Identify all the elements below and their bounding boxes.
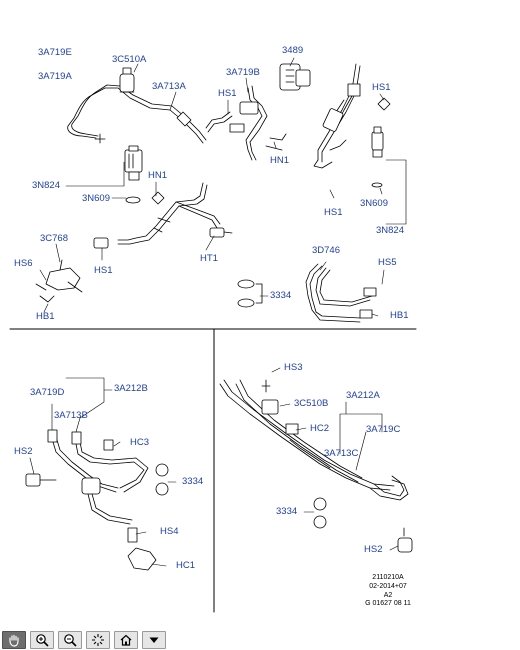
label-hs2-left: HS2 [14, 446, 33, 457]
label-hs2-right: HS2 [364, 544, 383, 555]
label-3c510b: 3C510B [294, 398, 329, 409]
leader-lines [29, 57, 407, 567]
dropdown-arrow-icon [147, 633, 161, 647]
hand-pan-icon [7, 633, 21, 647]
reference-line-1: 2110210A [372, 574, 404, 581]
label-ht1: HT1 [200, 253, 218, 264]
label-3n824-right: 3N824 [376, 225, 404, 236]
label-3a719e: 3A719E [38, 47, 72, 58]
label-hc3: HC3 [130, 437, 150, 448]
viewer-toolbar [0, 630, 520, 650]
label-3c768: 3C768 [40, 233, 68, 244]
pan-button[interactable] [2, 631, 26, 649]
exploded-parts-diagram: 3A719E 3A719A 3C510A 3A713A 3A719B 3489 … [9, 45, 417, 613]
diagram-drawing [9, 57, 417, 613]
label-3c510a: 3C510A [112, 54, 147, 65]
label-hn1-left: HN1 [148, 170, 168, 181]
home-icon [119, 633, 133, 647]
reference-line-3: A2 [383, 591, 393, 599]
label-hs5: HS5 [378, 257, 397, 268]
label-hs3: HS3 [284, 362, 303, 373]
pipe-upper-right-drawing [313, 63, 391, 188]
label-3a719a: 3A719A [38, 71, 72, 82]
zoom-fit-icon [91, 633, 105, 647]
label-3n609-left: 3N609 [82, 193, 110, 204]
reference-line-4: G 01627 08 11 [365, 600, 411, 608]
reference-line-2: 02-2014+07 [369, 582, 407, 590]
bottom-right-assembly-drawing [219, 379, 413, 553]
home-button[interactable] [114, 631, 138, 649]
label-hb1-left: HB1 [36, 311, 55, 322]
label-hs1-top-right: HS1 [372, 82, 391, 93]
label-3d746: 3D746 [312, 245, 340, 256]
zoom-out-icon [63, 633, 77, 647]
reference-block: 2110210A 02-2014+07 A2 G 01627 08 11 [360, 574, 416, 609]
label-3334-bottom-left: 3334 [182, 476, 204, 487]
label-hb1-right: HB1 [390, 310, 409, 321]
pipe-3a719b-drawing [205, 63, 311, 161]
pipe-3a713a-drawing [67, 67, 207, 144]
label-3a713a: 3A713A [152, 81, 186, 92]
label-hs1-right-lower: HS1 [324, 207, 343, 218]
label-3a212a: 3A212A [346, 390, 380, 401]
label-3a719c: 3A719C [366, 424, 401, 435]
label-3489: 3489 [282, 45, 304, 56]
label-3334-bottom-right: 3334 [276, 506, 298, 517]
bracket-3c768-drawing [35, 259, 83, 303]
label-3n824-left: 3N824 [32, 180, 60, 191]
label-3n609-right: 3N609 [360, 198, 388, 209]
label-hc1: HC1 [176, 560, 196, 571]
label-hs4: HS4 [160, 526, 179, 537]
label-3a713b: 3A713B [54, 410, 88, 421]
label-3a719b: 3A719B [226, 67, 260, 78]
label-hs6: HS6 [14, 258, 33, 269]
zoom-out-button[interactable] [58, 631, 82, 649]
label-hn1-middle: HN1 [270, 155, 290, 166]
label-hc2: HC2 [310, 423, 330, 434]
bottom-left-assembly-drawing [25, 429, 169, 571]
pipe-3d746-drawing [237, 263, 377, 323]
zoom-in-button[interactable] [30, 631, 54, 649]
pipe-ht1-drawing [93, 182, 233, 249]
label-3a713c: 3A713C [324, 448, 359, 459]
label-hs1-left-lower: HS1 [94, 265, 113, 276]
label-3a212b: 3A212B [114, 383, 148, 394]
label-3a719d: 3A719D [30, 387, 65, 398]
zoom-in-icon [35, 633, 49, 647]
label-3334-top: 3334 [270, 290, 292, 301]
dropdown-button[interactable] [142, 631, 166, 649]
label-hs1-top-middle: HS1 [218, 88, 237, 99]
zoom-fit-button[interactable] [86, 631, 110, 649]
